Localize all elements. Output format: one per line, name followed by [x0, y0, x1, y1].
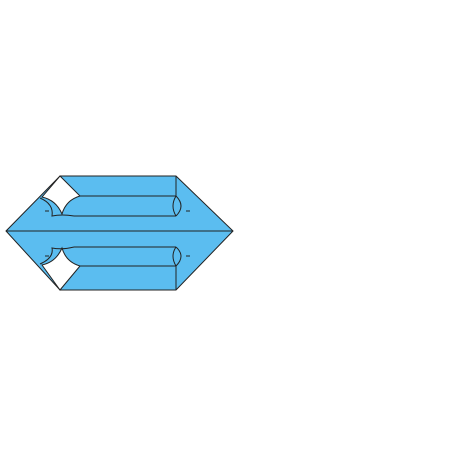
top-tube: [74, 176, 182, 217]
bottom-tube: [74, 246, 182, 290]
bottom-left-white-flap: [41, 246, 81, 291]
hexagon-paper: [5, 175, 234, 291]
top-left-curl: [39, 197, 75, 217]
bottom-left-curl: [39, 246, 75, 265]
top-left-white-flap: [41, 175, 81, 216]
